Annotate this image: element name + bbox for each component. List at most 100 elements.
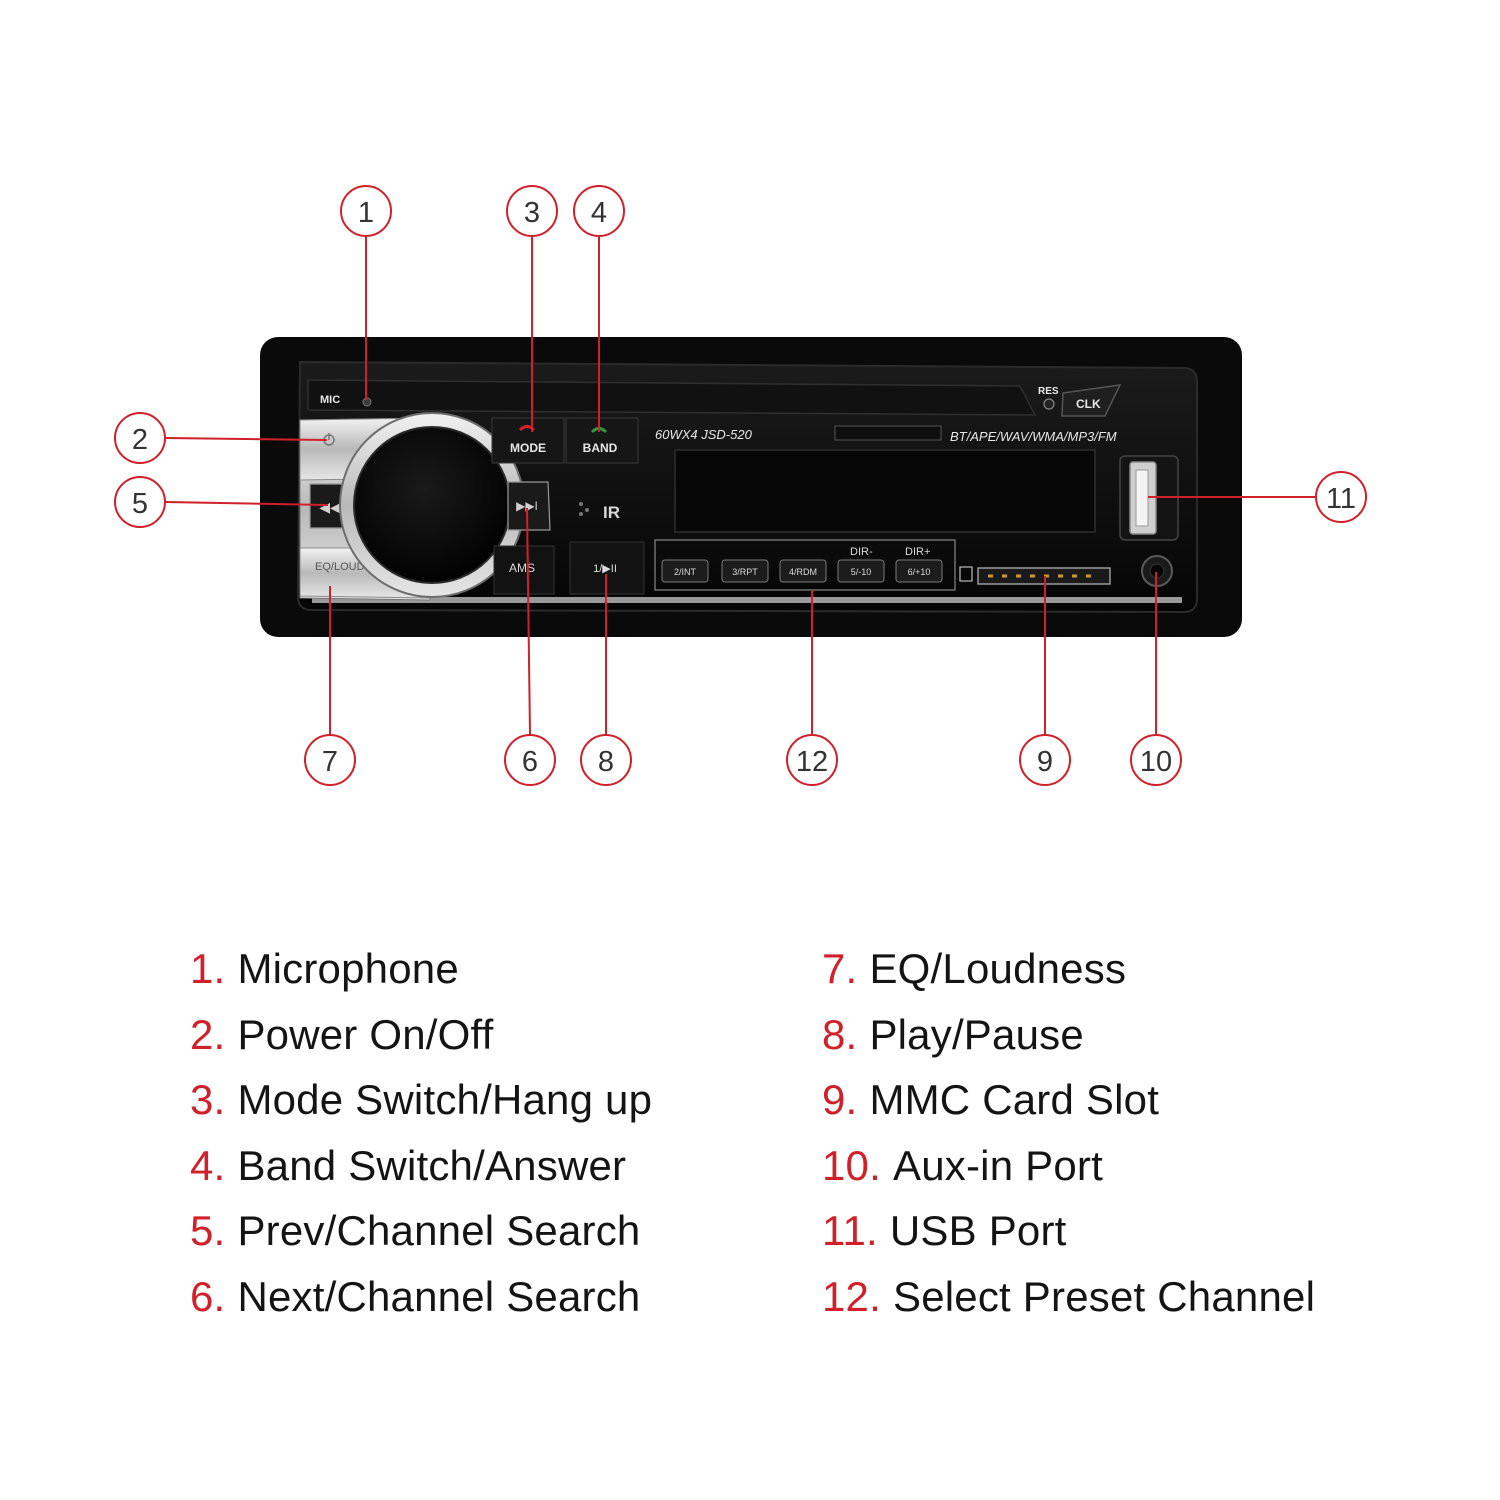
legend-item-7: 7.EQ/Loudness	[822, 945, 1482, 1011]
callout-6: 6	[504, 734, 556, 786]
preset-label: 4/RDM	[789, 567, 817, 577]
callout-1: 1	[340, 185, 392, 237]
lcd-display	[674, 449, 1096, 533]
legend-item-11: 11.USB Port	[822, 1207, 1482, 1273]
legend-text: Mode Switch/Hang up	[237, 1076, 653, 1123]
car-stereo-diagram: MIC RES CLK ◀◀ EQ/LOUD ▶▶I MODE BAND	[114, 185, 1367, 786]
callout-2: 2	[114, 412, 166, 464]
mode-button[interactable]: MODE	[491, 417, 565, 464]
callout-12: 12	[786, 734, 838, 786]
legend-text: Microphone	[237, 945, 459, 992]
legend-number: 12.	[822, 1272, 881, 1320]
legend-item-9: 9.MMC Card Slot	[822, 1076, 1482, 1142]
legend-item-12: 12.Select Preset Channel	[822, 1273, 1482, 1339]
mode-label: MODE	[510, 441, 546, 455]
next-button[interactable]: ▶▶I	[507, 481, 551, 531]
faceplate-top-strip	[307, 379, 1037, 416]
legend-text: Play/Pause	[869, 1010, 1084, 1058]
legend-number: 8.	[822, 1010, 858, 1058]
legend-left-column: 1.Microphone 2.Power On/Off 3.Mode Switc…	[190, 945, 830, 1338]
legend-number: 11.	[822, 1207, 878, 1254]
preset-button-6[interactable]: 6/+10	[895, 559, 943, 583]
faceplate-chrome-rim	[312, 597, 1182, 603]
legend-item-1: 1.Microphone	[190, 945, 830, 1011]
callout-4: 4	[573, 185, 625, 237]
legend-text: Band Switch/Answer	[237, 1141, 627, 1189]
ir-sensor: IR	[579, 502, 620, 522]
callout-number: 1	[358, 197, 374, 229]
legend-number: 1.	[190, 945, 226, 992]
usb-port[interactable]	[1119, 455, 1179, 541]
diagram-stage: MIC RES CLK ◀◀ EQ/LOUD ▶▶I MODE BAND	[114, 185, 1367, 786]
preset-button-5[interactable]: 5/-10	[837, 559, 885, 583]
sd-card-icon	[959, 566, 973, 582]
callout-7: 7	[304, 734, 356, 786]
ams-label: AMS	[509, 561, 535, 575]
callout-11: 11	[1315, 471, 1367, 523]
formats-label: BT/APE/WAV/WMA/MP3/FM	[950, 429, 1117, 444]
legend-item-10: 10.Aux-in Port	[822, 1142, 1482, 1208]
band-button[interactable]: BAND	[565, 417, 639, 464]
legend-item-2: 2.Power On/Off	[190, 1011, 830, 1077]
clk-label: CLK	[1076, 397, 1101, 411]
preset-button-2[interactable]: 2/INT	[661, 559, 709, 583]
legend-text: EQ/Loudness	[869, 945, 1127, 992]
model-label: 60WX4 JSD-520	[655, 427, 753, 442]
legend-text: Prev/Channel Search	[237, 1207, 641, 1254]
preset-label: 2/INT	[674, 567, 697, 577]
callout-3: 3	[506, 185, 558, 237]
callout-number: 5	[132, 488, 148, 520]
legend-text: Next/Channel Search	[237, 1272, 641, 1320]
dir-minus-label: DIR-	[850, 546, 873, 558]
prev-icon: ◀◀	[319, 499, 341, 515]
callout-number: 9	[1037, 746, 1053, 778]
callout-number: 2	[132, 424, 148, 456]
play-pause-label: 1/▶II	[593, 563, 617, 575]
callout-number: 10	[1140, 746, 1172, 778]
callout-number: 6	[522, 746, 538, 778]
legend-number: 9.	[822, 1076, 858, 1123]
legend-text: Select Preset Channel	[893, 1272, 1316, 1320]
callout-number: 11	[1326, 483, 1356, 515]
callout-number: 4	[591, 197, 607, 229]
callout-number: 8	[598, 746, 614, 778]
preset-label: 3/RPT	[732, 567, 758, 577]
legend-text: Power On/Off	[237, 1010, 494, 1058]
preset-label: 5/-10	[851, 567, 872, 577]
clk-button[interactable]	[1061, 384, 1122, 417]
preset-buttons-group	[654, 539, 956, 591]
ams-button[interactable]: AMS	[493, 545, 555, 595]
legend-number: 7.	[822, 945, 858, 992]
leader-lines	[165, 237, 1316, 736]
legend-number: 5.	[190, 1207, 226, 1254]
preset-button-4[interactable]: 4/RDM	[779, 559, 827, 583]
legend-number: 2.	[190, 1010, 226, 1058]
band-label: BAND	[583, 441, 618, 455]
legend-text: Aux-in Port	[893, 1141, 1103, 1189]
next-icon: ▶▶I	[516, 499, 538, 513]
legend-text: USB Port	[889, 1207, 1067, 1254]
legend-text: MMC Card Slot	[869, 1076, 1160, 1123]
preset-label: 6/+10	[908, 567, 931, 577]
res-label: RES	[1038, 386, 1059, 397]
display-indicator-strip	[834, 425, 942, 441]
legend-number: 3.	[190, 1076, 226, 1123]
callout-5: 5	[114, 476, 166, 528]
preset-button-3[interactable]: 3/RPT	[721, 559, 769, 583]
callout-number: 3	[524, 197, 540, 229]
dir-plus-label: DIR+	[905, 546, 930, 558]
legend-item-6: 6.Next/Channel Search	[190, 1273, 830, 1339]
legend-item-8: 8.Play/Pause	[822, 1011, 1482, 1077]
callout-9: 9	[1019, 734, 1071, 786]
volume-knob[interactable]	[353, 426, 511, 584]
callout-10: 10	[1130, 734, 1182, 786]
legend-number: 6.	[190, 1272, 226, 1320]
mic-label: MIC	[320, 394, 340, 406]
eq-loud-label: EQ/LOUD	[315, 561, 365, 573]
legend-number: 10.	[822, 1141, 881, 1189]
res-button[interactable]	[1043, 398, 1055, 410]
legend-item-3: 3.Mode Switch/Hang up	[190, 1076, 830, 1142]
legend-number: 4.	[190, 1141, 226, 1189]
callout-number: 12	[796, 746, 828, 778]
legend-item-4: 4.Band Switch/Answer	[190, 1142, 830, 1208]
